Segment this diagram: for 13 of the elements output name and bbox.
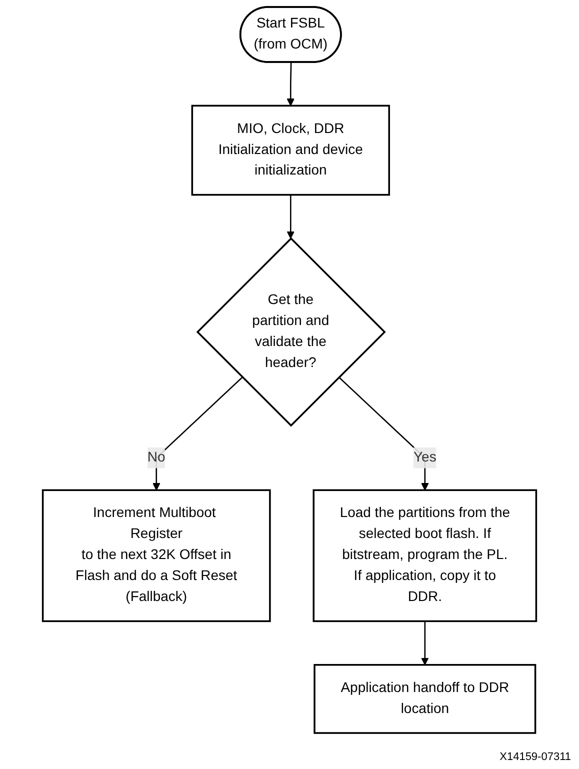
arrow [338, 376, 429, 490]
node-box: Load the partitions from the selected boot flash. If bitstream, program the PL. If application, copy it to DDR. [312, 489, 538, 622]
edge-label: No [147, 450, 166, 465]
node-diamond: Get the partition and validate the header? [196, 237, 386, 427]
arrow [421, 621, 429, 666]
node-box: Application handoff to DDR location [314, 664, 536, 734]
node-box: MIO, Clock, DDR Initialization and device initialization [191, 104, 390, 196]
figure-id-label: X14159-07311 [500, 751, 571, 763]
arrow [286, 194, 294, 239]
edge-label: Yes [414, 450, 436, 465]
arrow [152, 376, 243, 490]
arrow [286, 62, 294, 106]
node-box: Increment Multiboot Register to the next 32K Offset in Flash and do a Soft Reset (Fallback) [42, 489, 271, 622]
